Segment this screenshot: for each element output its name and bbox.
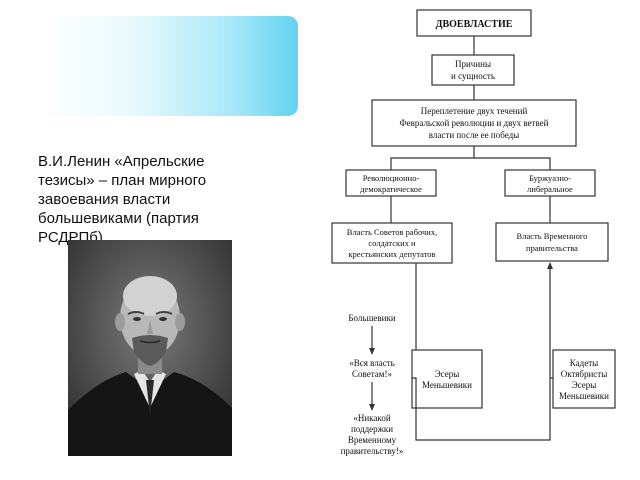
- intertwining-line-2: Февральской революции и двух ветвей: [400, 118, 549, 128]
- causes-line-2: и сущность: [451, 71, 495, 81]
- diagram-connectors: [369, 36, 553, 441]
- provisional-line-2: правительства: [526, 243, 578, 253]
- bolsheviks-label: Большевики: [348, 313, 396, 323]
- title-box: [416, 9, 532, 37]
- bourgeois-line-1: Буржуазно-: [529, 173, 571, 183]
- right-parties-line-2: Октябристы: [561, 369, 608, 379]
- dual-power-diagram: ДВОЕВЛАСТИЕ Причины и сущность Переплете…: [331, 9, 616, 456]
- decorative-header-band: [38, 16, 298, 116]
- soviets-line-1: Власть Советов рабочих,: [347, 227, 437, 237]
- lenin-portrait: [68, 240, 232, 456]
- right-parties-line-4: Меньшевики: [559, 391, 609, 401]
- slogan-no-support-line-3: Временному: [348, 435, 397, 445]
- provisional-box: [495, 222, 609, 262]
- revolutionary-line-2: демократическое: [360, 184, 422, 194]
- intertwining-line-3: власти после ее победы: [429, 130, 519, 140]
- right-parties-line-1: Кадеты: [570, 358, 598, 368]
- slogan-all-power-line-1: «Вся власть: [349, 358, 395, 368]
- sr-mensheviks-box: [411, 349, 483, 409]
- soviets-box: [331, 222, 453, 264]
- right-parties-box: [552, 349, 616, 409]
- slogan-all-power-line-2: Советам!»: [352, 369, 392, 379]
- diagram-title: ДВОЕВЛАСТИЕ: [436, 19, 513, 30]
- slogan-no-support-line-1: «Никакой: [353, 413, 390, 423]
- bourgeois-line-2: либеральное: [527, 184, 573, 194]
- soviets-line-2: солдатских и: [368, 238, 416, 248]
- soviets-line-3: крестьянских депутатов: [348, 249, 435, 259]
- causes-box: [431, 54, 515, 86]
- sr-mensheviks-line-2: Меньшевики: [422, 380, 472, 390]
- slogan-no-support-line-2: поддержки: [351, 424, 393, 434]
- intertwining-line-1: Переплетение двух течений: [421, 106, 528, 116]
- revolutionary-line-1: Революционно-: [363, 173, 420, 183]
- provisional-line-1: Власть Временного: [517, 231, 588, 241]
- right-parties-line-3: Эсеры: [572, 380, 597, 390]
- slide-caption: В.И.Ленин «Апрельские тезисы» – план мир…: [38, 153, 207, 246]
- causes-line-1: Причины: [455, 59, 491, 69]
- sr-mensheviks-line-1: Эсеры: [435, 369, 460, 379]
- slogan-no-support-line-4: правительству!»: [341, 446, 404, 456]
